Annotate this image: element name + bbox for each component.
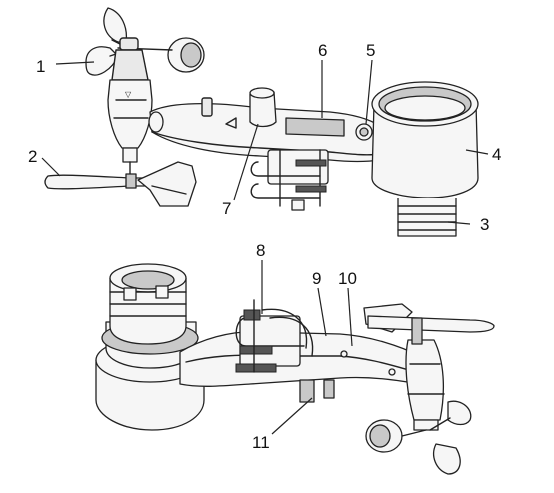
anemometer-body: ▽ xyxy=(107,37,153,177)
callout-4: 4 xyxy=(492,145,501,164)
callout-11: 11 xyxy=(252,433,270,452)
callout-9: 9 xyxy=(312,269,321,288)
callout-3: 3 xyxy=(480,215,489,234)
callout-7: 7 xyxy=(222,199,231,218)
wind-vane-bottom xyxy=(363,303,495,345)
rain-collector xyxy=(371,81,479,237)
sensor-arm xyxy=(148,87,381,163)
callout-8: 8 xyxy=(256,241,265,260)
callout-2: 2 xyxy=(28,147,37,166)
mounting-bracket-top xyxy=(250,149,329,211)
callout-labels: 1 2 3 4 5 6 7 8 9 10 11 xyxy=(28,41,501,452)
callout-10: 10 xyxy=(338,269,357,288)
wind-vane xyxy=(44,161,197,207)
callout-1: 1 xyxy=(36,57,45,76)
anemometer-bottom xyxy=(365,339,472,475)
mounting-bracket-bottom xyxy=(235,299,314,373)
leader-lines xyxy=(41,59,489,435)
callout-6: 6 xyxy=(318,41,327,60)
top-sensor-assembly: ▽ xyxy=(44,7,479,237)
bottom-sensor-assembly xyxy=(95,263,495,475)
svg-text:▽: ▽ xyxy=(125,90,132,99)
callout-5: 5 xyxy=(366,41,375,60)
